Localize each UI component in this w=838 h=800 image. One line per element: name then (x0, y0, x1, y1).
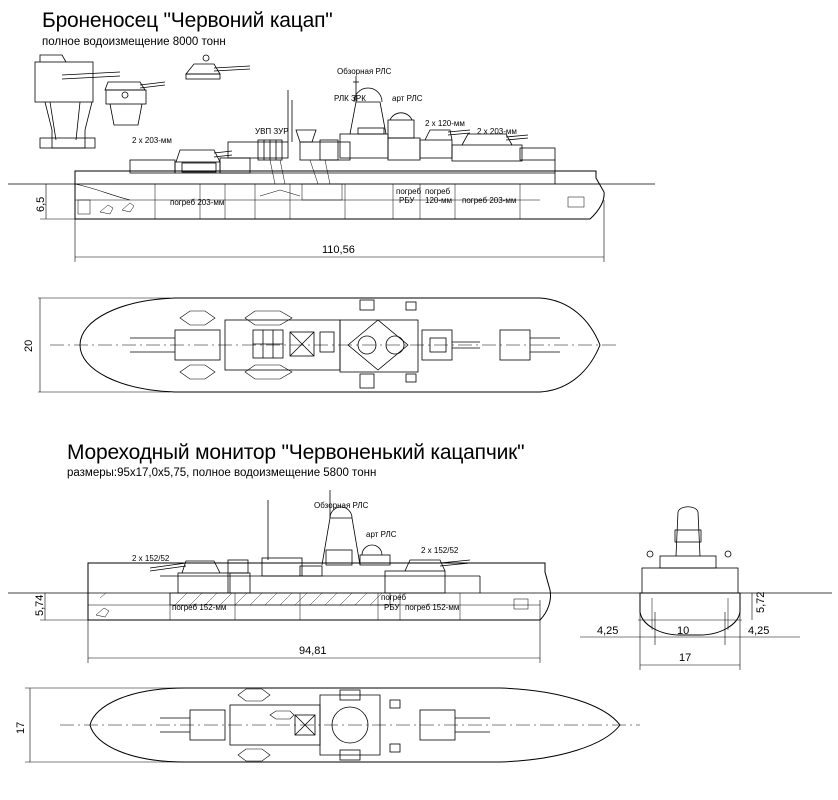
label-guns-120-1: 2 х 120-мм (425, 119, 465, 128)
label-magazine-fwd-2: погреб 152-мм (172, 603, 226, 612)
dim-section-draft-value: 5,72 (755, 592, 767, 613)
dim-length-2: 94,81 (87, 600, 541, 663)
dim-length-1: 110,56 (74, 200, 605, 262)
label-gun-radar-1: арт РЛС (392, 94, 423, 103)
ship1-hull (74, 170, 605, 220)
dim-section-beam-value: 17 (679, 652, 691, 664)
ship1-subtitle: полное водоизмещение 8000 тонн (42, 36, 226, 48)
dim-beam-1-value: 20 (23, 340, 35, 352)
ship1-side-view: Обзорная РЛС РЛК ЗРК арт РЛС УВП ЗУР 2 х… (8, 54, 655, 262)
dim-beam-2-value: 17 (15, 722, 27, 734)
dim-length-1-value: 110,56 (322, 244, 355, 256)
ship2-section-view: 5,72 4,25 10 4,25 17 (580, 506, 800, 670)
dim-draft-1: 6,5 (35, 184, 75, 220)
ship1-title: Броненосец "Червоний кацап" (42, 9, 333, 32)
label-guns-203-fwd-1: 2 х 203-мм (132, 136, 172, 145)
label-magazine-120-a-1: погреб (425, 187, 451, 196)
label-magazine-rbu-a-2: погреб (381, 593, 407, 602)
dim-draft-2-value: 5,74 (34, 595, 46, 616)
label-magazine-203-fwd-1: погреб 203-мм (170, 198, 224, 207)
ship2-subtitle: размеры:95х17,0х5,75, полное водоизмещен… (67, 467, 377, 479)
label-search-radar-1: Обзорная РЛС (337, 67, 392, 76)
label-magazine-120-b-1: 120-мм (425, 196, 452, 205)
ship1-superstructure (129, 76, 556, 184)
ship2-plan-view: 17 (15, 687, 640, 763)
label-gun-radar-2: арт РЛС (366, 530, 397, 539)
ship1-plan-view: 20 (23, 297, 620, 393)
dim-draft-2: 5,74 (34, 593, 88, 621)
ship2-hull (87, 562, 551, 621)
label-guns-fwd-2: 2 х 152/52 (132, 554, 170, 563)
label-sam-radar-1: РЛК ЗРК (334, 94, 366, 103)
ship1-deck-outline (79, 297, 601, 393)
dim-section-right-value: 4,25 (748, 625, 769, 637)
ship2-side-view: Обзорная РЛС арт РЛС 2 х 152/52 2 х 152/… (8, 490, 832, 663)
dim-beam-1: 20 (23, 297, 170, 393)
ship2-title: Мореходный монитор "Червоненький кацапчи… (67, 441, 525, 464)
dim-length-2-value: 94,81 (299, 645, 327, 657)
label-magazine-aft-2: погреб 152-мм (405, 603, 459, 612)
label-magazine-rbu-b-2: РБУ (384, 603, 400, 612)
label-guns-aft-2: 2 х 152/52 (421, 546, 459, 555)
label-magazine-rbu-b-1: РБУ (399, 196, 415, 205)
dim-section-mid-value: 10 (677, 625, 689, 637)
turret-sketch-small (104, 81, 166, 126)
label-guns-203-aft-1: 2 х 203-мм (477, 127, 517, 136)
label-sam-launcher-1: УВП ЗУР (255, 127, 289, 136)
dim-draft-1-value: 6,5 (35, 197, 47, 212)
turret-sketch-large (34, 54, 121, 149)
turret-sketch-mount (185, 54, 251, 80)
label-magazine-203-aft-1: погреб 203-мм (462, 196, 516, 205)
dim-section: 5,72 4,25 10 4,25 17 (580, 592, 800, 670)
label-search-radar-2: Обзорная РЛС (314, 501, 369, 510)
dim-beam-2: 17 (15, 687, 185, 763)
dim-section-left-value: 4,25 (597, 625, 618, 637)
label-magazine-rbu-a-1: погреб (396, 187, 422, 196)
